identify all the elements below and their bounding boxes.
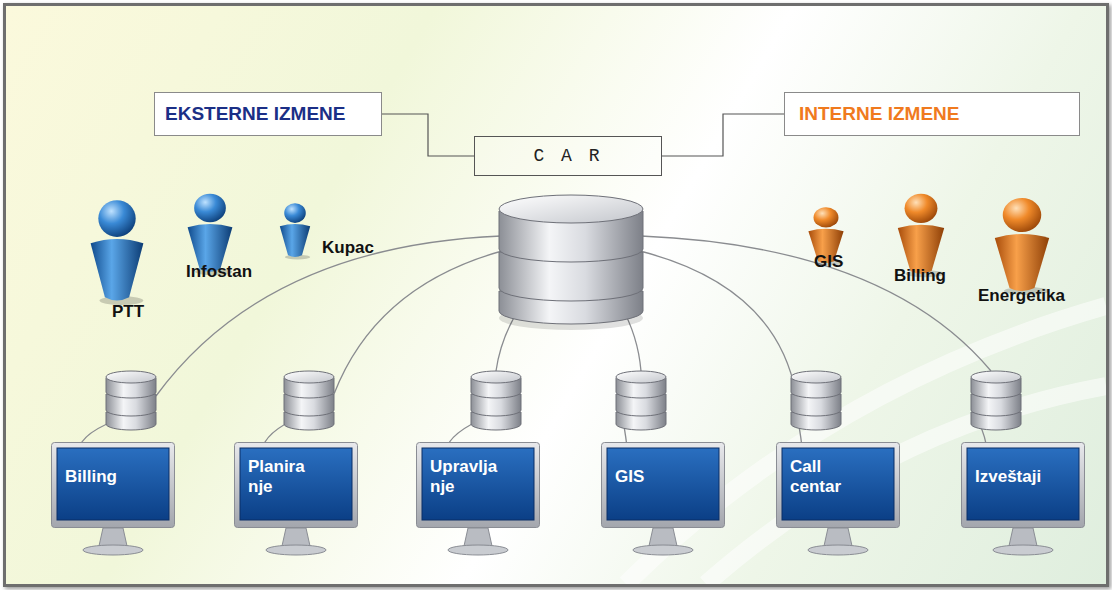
database-icon (284, 371, 334, 430)
monitor-figure (601, 442, 725, 558)
person-icon: GIS (804, 206, 848, 266)
connector (382, 114, 474, 156)
box-label: C A R (533, 146, 602, 166)
local-databases (106, 371, 1021, 430)
person-icon: Infostan (182, 192, 238, 276)
person-label: Billing (894, 266, 946, 286)
person-icon: Kupac (276, 202, 314, 260)
box-label: EKSTERNE IZMENE (165, 103, 346, 125)
person-figure (988, 196, 1056, 296)
person-figure (892, 192, 950, 278)
person-figure (84, 198, 150, 306)
screen-label: Planira nje (248, 457, 330, 498)
database-icon (971, 371, 1021, 430)
screen-label: Call centar (790, 457, 872, 498)
person-icon: Energetika (988, 196, 1056, 296)
car-box: C A R (474, 136, 662, 176)
person-icon: PTT (84, 198, 150, 306)
sync-lines (78, 236, 991, 456)
database-icon (106, 371, 156, 430)
monitor: GIS (601, 442, 725, 558)
person-label: Infostan (186, 262, 252, 282)
screen-label: Izveštaji (975, 467, 1057, 487)
person-label: Kupac (322, 238, 374, 258)
person-label: Energetika (978, 286, 1065, 306)
label-box: EKSTERNE IZMENE (154, 92, 382, 136)
box-label: INTERNE IZMENE (799, 103, 959, 125)
person-label: PTT (112, 302, 144, 322)
background-panel: EKSTERNE IZMENE C A R INTERNE IZMENE PTT Inf… (3, 3, 1109, 587)
database-icon (791, 371, 841, 430)
database-icon (471, 371, 521, 430)
label-box: INTERNE IZMENE (784, 92, 1080, 136)
monitor: Billing (51, 442, 175, 558)
monitor: Planira nje (234, 442, 358, 558)
monitor-figure (961, 442, 1085, 558)
person-icon: Billing (892, 192, 950, 278)
screen-label: GIS (615, 467, 697, 487)
screen-label: Billing (65, 467, 147, 487)
person-label: GIS (814, 252, 843, 272)
monitor: Call centar (776, 442, 900, 558)
monitor: Izveštaji (961, 442, 1085, 558)
database-icon (616, 371, 666, 430)
central-database (499, 195, 643, 330)
monitor-figure (51, 442, 175, 558)
person-figure (276, 202, 314, 260)
connector (662, 114, 784, 156)
screen-label: Upravlja nje (430, 457, 512, 498)
monitor: Upravlja nje (416, 442, 540, 558)
